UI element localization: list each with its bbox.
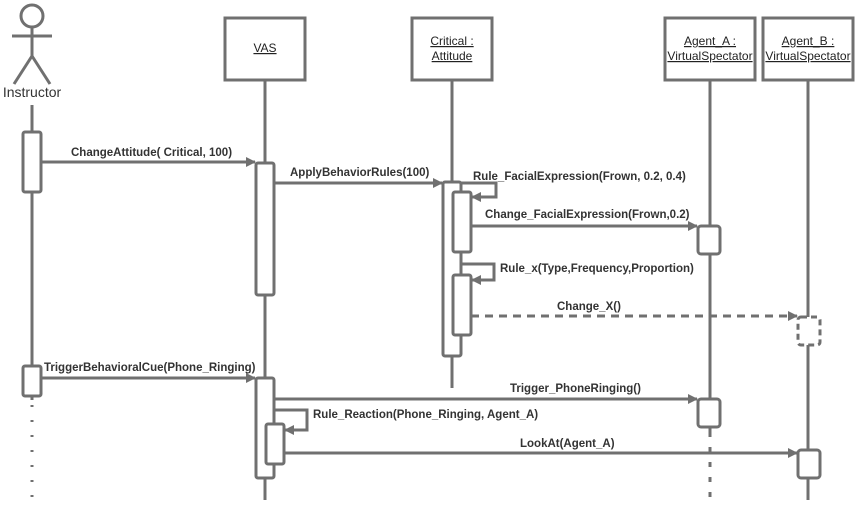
actor-right-leg [30,55,52,85]
instructor-activation-1 [21,130,43,194]
message-arrow-m9 [274,408,309,435]
actor-head [19,3,45,29]
message-arrow-m3 [461,181,498,202]
participant-agent-b-label-2: VirtualSpectator [765,49,850,63]
message-label-m3: Rule_FacialExpression(Frown, 0.2, 0.4) [473,171,686,183]
critical-activation-nested-2 [451,273,473,337]
message-label-m10: LookAt(Agent_A) [520,438,615,450]
participant-agent-b: Agent_B : VirtualSpectator [761,16,855,82]
vas-activation-nested [264,422,286,466]
message-label-m8: Trigger_PhoneRinging() [510,383,641,395]
agent-b-activation-dashed [796,315,822,347]
vas-activation-1 [254,161,276,297]
participant-agent-b-label-1: Agent_B : [782,34,835,48]
message-label-m9: Rule_Reaction(Phone_Ringing, Agent_A) [313,409,538,421]
message-label-m1: ChangeAttitude( Critical, 100) [71,147,232,159]
agent-a-activation-2 [696,397,722,429]
actor-left-leg [12,55,34,85]
instructor-activation-2 [21,364,43,398]
participant-agent-a-label-2: VirtualSpectator [667,49,752,63]
message-label-m2: ApplyBehaviorRules(100) [290,167,429,179]
critical-activation-nested-1 [451,190,473,254]
agent-b-activation-2 [796,448,822,480]
participant-agent-a-label-1: Agent_A : [684,34,736,48]
instructor-label: Instructor [3,84,62,100]
participant-vas-label: VAS [253,41,276,55]
participant-critical-label-2: Attitude [432,49,473,63]
message-label-m4: Change_FacialExpression(Frown,0.2) [485,209,690,221]
participant-agent-a: Agent_A : VirtualSpectator [663,16,757,82]
message-label-m5: Rule_x(Type,Frequency,Proportion) [500,263,694,275]
message-label-m6: Change_X() [557,301,621,313]
message-label-m7: TriggerBehavioralCue(Phone_Ringing) [44,362,256,374]
participant-vas: VAS [223,16,307,82]
participant-critical: Critical : Attitude [410,16,494,82]
participant-critical-label-1: Critical : [430,34,473,48]
message-arrow-m5 [461,262,496,285]
instructor-actor [12,3,52,85]
agent-a-activation-1 [696,224,722,256]
